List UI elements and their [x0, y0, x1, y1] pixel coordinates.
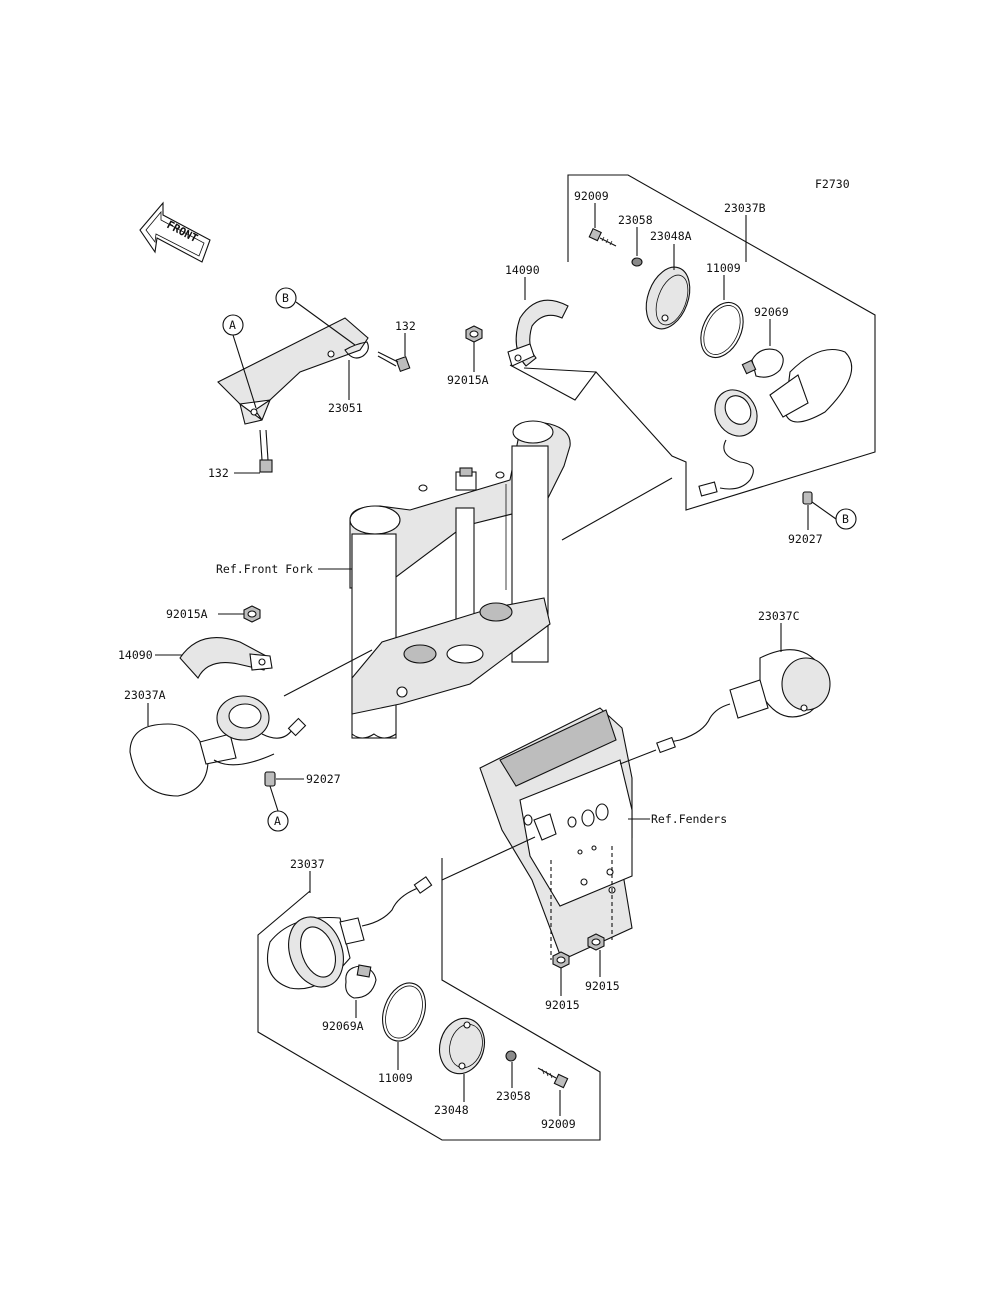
callout-23037C: 23037C: [758, 609, 800, 623]
callout-11009-top: 11009: [706, 261, 741, 275]
group-23037-outline: [257, 858, 601, 1141]
callout-23058-bottom: 23058: [496, 1089, 531, 1103]
front-fork: [349, 420, 571, 739]
svg-text:B: B: [842, 512, 849, 526]
callout-23058-top: 23058: [618, 213, 653, 227]
callout-23048: 23048: [434, 1103, 469, 1117]
callout-23051: 23051: [328, 401, 363, 415]
washer-23058-bottom: [505, 1050, 517, 1062]
bulb-92069A: [345, 964, 377, 999]
callout-23037: 23037: [290, 857, 325, 871]
connector-A-bottom: A: [267, 785, 289, 832]
bolt-132-top: [377, 351, 411, 373]
front-direction-arrow-icon: FRONT: [139, 201, 211, 263]
screw-92009-top: [588, 227, 617, 247]
clamp-14090-left: [179, 637, 273, 679]
callout-92015A-top: 92015A: [447, 373, 489, 387]
callout-92009-bottom: 92009: [541, 1117, 576, 1131]
cap-92027-top: [802, 491, 813, 505]
callout-92027-top: 92027: [788, 532, 823, 546]
callout-92015-left: 92015: [545, 998, 580, 1012]
nut-92015A-left: [243, 605, 261, 623]
callout-92009-top: 92009: [574, 189, 609, 203]
turn-signal-23037B: [698, 348, 853, 497]
screw-92009-bottom: [537, 1067, 569, 1089]
diagram-id: F2730: [815, 177, 850, 191]
fender-bracket: [479, 707, 633, 961]
callout-14090-left: 14090: [118, 648, 153, 662]
turn-signal-23037A: [129, 695, 307, 797]
callout-23037B: 23037B: [724, 201, 766, 215]
callout-23048A: 23048A: [650, 229, 692, 243]
lens-cover-23048: [438, 1017, 486, 1075]
callout-11009-bottom: 11009: [378, 1071, 413, 1085]
bulb-92069: [741, 348, 784, 378]
washer-23058-top: [631, 257, 643, 267]
bracket-23051: [217, 317, 369, 425]
callout-23037A: 23037A: [124, 688, 166, 702]
cap-92027-left: [264, 771, 276, 787]
connector-A-top: A: [222, 314, 257, 409]
callout-132-top: 132: [395, 319, 416, 333]
turn-signal-23037C: [656, 649, 831, 754]
turn-signal-23037: [266, 876, 433, 990]
o-ring-11009-bottom: [382, 982, 426, 1042]
callout-92015A-left: 92015A: [166, 607, 208, 621]
callout-92027-left: 92027: [306, 772, 341, 786]
nut-92015-left: [552, 951, 570, 969]
nut-92015-right: [587, 933, 605, 951]
svg-text:A: A: [229, 318, 236, 332]
svg-text:B: B: [282, 291, 289, 305]
callout-14090-top: 14090: [505, 263, 540, 277]
o-ring-11009-top: [700, 301, 744, 359]
callout-ref-front-fork: Ref.Front Fork: [216, 562, 313, 576]
connector-B-right: B: [811, 501, 857, 530]
callout-ref-fenders: Ref.Fenders: [651, 812, 727, 826]
bolt-132-bottom: [259, 429, 273, 473]
callout-92069: 92069: [754, 305, 789, 319]
callout-92069A: 92069A: [322, 1019, 364, 1033]
lens-cover-23048A: [645, 266, 691, 330]
callout-132-bottom: 132: [208, 466, 229, 480]
nut-92015A-top: [465, 325, 483, 343]
group-23037B-outline: [509, 174, 876, 511]
connector-B-top: B: [275, 287, 356, 346]
svg-text:A: A: [274, 814, 281, 828]
clamp-14090-top: [507, 299, 569, 367]
callout-92015-right: 92015: [585, 979, 620, 993]
